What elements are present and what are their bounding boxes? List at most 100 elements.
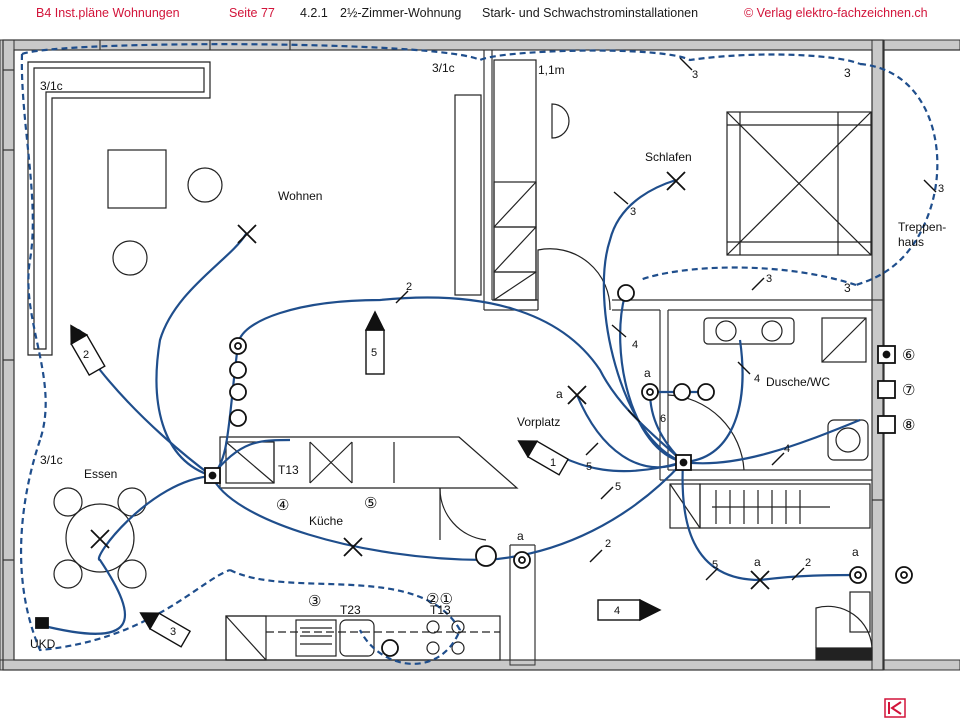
marker-6: ⑥ <box>902 347 915 364</box>
arrow-4-label: 4 <box>614 605 620 617</box>
label-a-door: a <box>852 545 859 559</box>
section-subtitle: Stark- und Schwachstrominstallationen <box>482 6 699 20</box>
entrance-door <box>815 605 873 649</box>
label-t13-top: T13 <box>278 463 299 477</box>
label-t13-bottom: T13 <box>430 603 451 617</box>
socket-bed-icon <box>617 284 635 302</box>
shower <box>821 317 867 363</box>
count-2-kitchen: 2 <box>605 538 611 550</box>
label-wohnen-socket: 3/1c <box>40 79 63 93</box>
switch-vorplatz-icon <box>513 551 531 569</box>
toilet <box>827 419 869 461</box>
wash-basins <box>703 317 795 345</box>
switch-bath-icon <box>641 383 659 401</box>
room-treppenhaus-1: Treppen- <box>898 220 946 234</box>
section-number: 4.2.1 <box>300 6 328 20</box>
doorbell-icon <box>895 566 913 584</box>
arrow-2 <box>70 324 106 377</box>
room-vorplatz: Vorplatz <box>517 415 560 429</box>
lamp-essen-icon <box>90 529 110 549</box>
label-t23: T23 <box>340 603 361 617</box>
living-stool-2 <box>112 240 148 276</box>
label-ukd: UKD <box>30 637 56 651</box>
marker-8: ⑧ <box>902 417 915 434</box>
marker-5: ⑤ <box>364 495 377 512</box>
marker-3: ③ <box>308 593 321 610</box>
lamp-wohnen-icon <box>237 224 257 244</box>
dashed-wiring <box>19 43 939 665</box>
wire-ticks <box>395 57 937 581</box>
wall-left <box>0 39 15 671</box>
chair-1 <box>53 487 83 517</box>
label-bed-socket: 3/1c <box>432 61 455 75</box>
symbols <box>35 171 913 657</box>
switch-kitchen-icon <box>475 545 497 567</box>
count-4-bath: 4 <box>754 373 760 385</box>
count-5-entrance: 5 <box>712 559 718 571</box>
arrow-3-label: 3 <box>170 626 176 638</box>
marker-2-1: ②① <box>426 591 453 608</box>
count-2-entrance: 2 <box>805 557 811 569</box>
lamp-vorplatz-icon <box>567 385 587 405</box>
living-table <box>107 149 167 209</box>
wire-bath-lamp <box>682 339 744 464</box>
switch-entrance-icon <box>849 566 867 584</box>
living-stool <box>187 167 223 203</box>
telecom-8-icon <box>877 415 896 434</box>
wire-wohnen-lamp <box>155 233 247 478</box>
back-to-start-icon <box>884 698 906 718</box>
bed <box>726 111 872 256</box>
label-stair-socket-1: 3 <box>844 66 851 80</box>
wire-entrance <box>681 461 859 582</box>
plan-labels: Wohnen Schlafen Treppen- haus Vorplatz D… <box>30 61 946 651</box>
label-height: 1,1m <box>538 63 565 77</box>
arrow-1-label: 1 <box>550 457 556 469</box>
ukd-icon <box>35 617 49 629</box>
wire-t13 <box>211 438 291 477</box>
label-a-entrance: a <box>754 555 761 569</box>
arrow-2-label: 2 <box>83 349 89 361</box>
chair-4 <box>117 559 147 589</box>
lamp-kueche-icon <box>343 537 363 557</box>
label-a-kitchen: a <box>517 529 524 543</box>
section-title: 2½-Zimmer-Wohnung <box>340 6 462 20</box>
room-wohnen: Wohnen <box>278 189 322 203</box>
switch-wohnen-icon <box>229 337 247 355</box>
arrow-3 <box>139 612 192 648</box>
wire-bed-socket <box>619 294 684 464</box>
count-4-vorplatz: 4 <box>632 339 638 351</box>
kitchen-door-arc <box>439 487 487 541</box>
dining-table <box>65 503 135 573</box>
count-5-arrow1: 5 <box>586 461 592 473</box>
count-3-bed: 3 <box>630 206 636 218</box>
furniture <box>27 59 873 661</box>
count-6-bath: 6 <box>660 413 666 425</box>
wire-bath-sockets <box>682 418 861 465</box>
lamp-entrance-icon <box>750 570 770 590</box>
page-number-link[interactable]: Seite 77 <box>229 6 275 20</box>
count-4-wc: 4 <box>784 443 790 455</box>
back-to-start-button[interactable] <box>884 698 906 718</box>
copyright-link[interactable]: © Verlag elektro-fachzeichnen.ch <box>744 6 928 20</box>
label-a-vorplatz: a <box>556 387 563 401</box>
wall-lamp <box>551 103 570 139</box>
lamp-schlafen-icon <box>666 171 686 191</box>
count-5-bottom: 5 <box>615 481 621 493</box>
bedroom-door <box>537 248 611 311</box>
telecom-7-icon <box>877 380 896 399</box>
label-essen-socket: 3/1c <box>40 453 63 467</box>
room-treppenhaus-2: haus <box>898 235 924 249</box>
count-2-wohnen: 2 <box>406 281 412 293</box>
count-3-bed-socket: 3 <box>766 273 772 285</box>
label-a-bath: a <box>644 366 651 380</box>
count-3-top: 3 <box>692 69 698 81</box>
room-schlafen: Schlafen <box>645 150 692 164</box>
pointer-arrows <box>70 310 662 648</box>
chair-3 <box>53 559 83 589</box>
arrow-5-label: 5 <box>371 347 377 359</box>
page-header: B4 Inst.pläne Wohnungen Seite 77 4.2.1 2… <box>0 0 960 26</box>
room-essen: Essen <box>84 467 117 481</box>
book-title-link[interactable]: B4 Inst.pläne Wohnungen <box>36 6 180 20</box>
wire-essen <box>39 474 213 635</box>
